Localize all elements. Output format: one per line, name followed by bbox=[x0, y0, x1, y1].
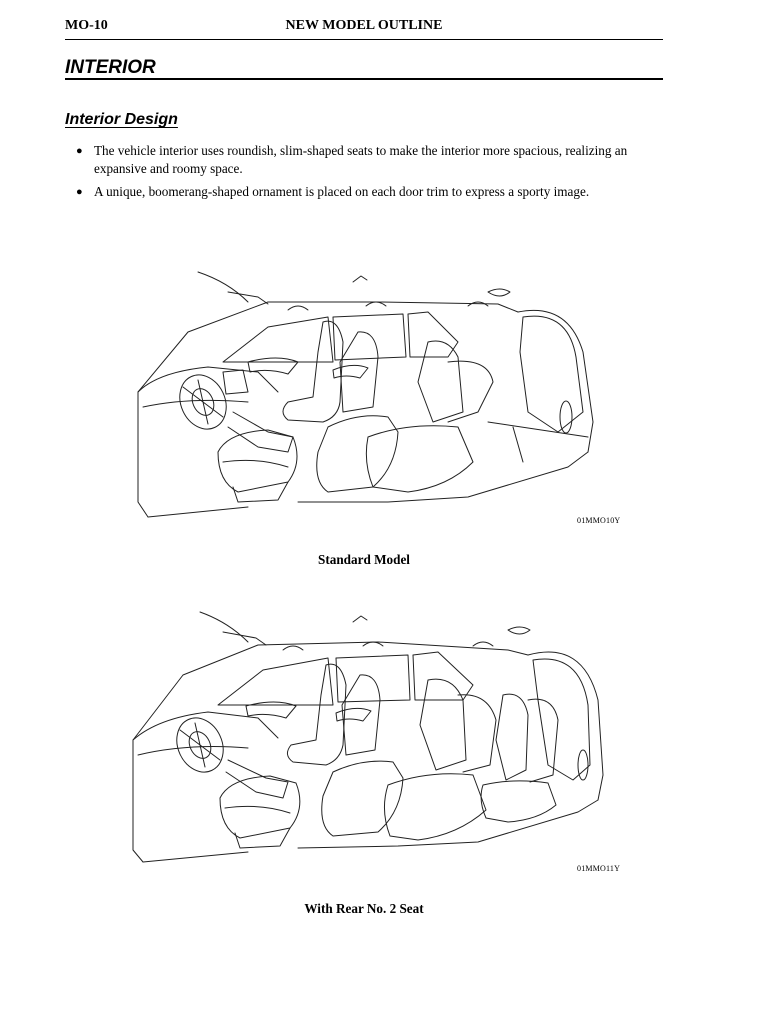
page-code: MO-10 bbox=[65, 18, 108, 33]
bullet-text: A unique, boomerang-shaped ornament is p… bbox=[94, 184, 590, 199]
figure-standard-model bbox=[128, 262, 608, 532]
page-header: MO-10 NEW MODEL OUTLINE bbox=[65, 15, 663, 39]
figure-code: 01MMO10Y bbox=[577, 516, 621, 525]
header-rule bbox=[65, 39, 663, 40]
bullet-dot-icon: ● bbox=[76, 186, 83, 198]
figure-caption: With Rear No. 2 Seat bbox=[304, 901, 424, 916]
bullet-item: ● The vehicle interior uses roundish, sli… bbox=[76, 142, 666, 178]
section-title: INTERIOR bbox=[65, 57, 156, 78]
figure-rear-no2-seat bbox=[128, 600, 608, 870]
bullet-list: ● The vehicle interior uses roundish, sli… bbox=[76, 142, 666, 206]
bullet-item: ● A unique, boomerang-shaped ornament is … bbox=[76, 183, 666, 201]
figure-caption: Standard Model bbox=[318, 552, 410, 567]
bullet-dot-icon: ● bbox=[76, 145, 83, 157]
section-rule bbox=[65, 78, 663, 80]
bullet-text: The vehicle interior uses roundish, slim… bbox=[94, 143, 628, 176]
car-interior-illustration bbox=[137, 271, 594, 518]
header-title: NEW MODEL OUTLINE bbox=[285, 18, 443, 33]
car-interior-illustration bbox=[132, 611, 604, 863]
subsection-title: Interior Design bbox=[65, 111, 178, 128]
figure-code: 01MMO11Y bbox=[577, 864, 621, 873]
